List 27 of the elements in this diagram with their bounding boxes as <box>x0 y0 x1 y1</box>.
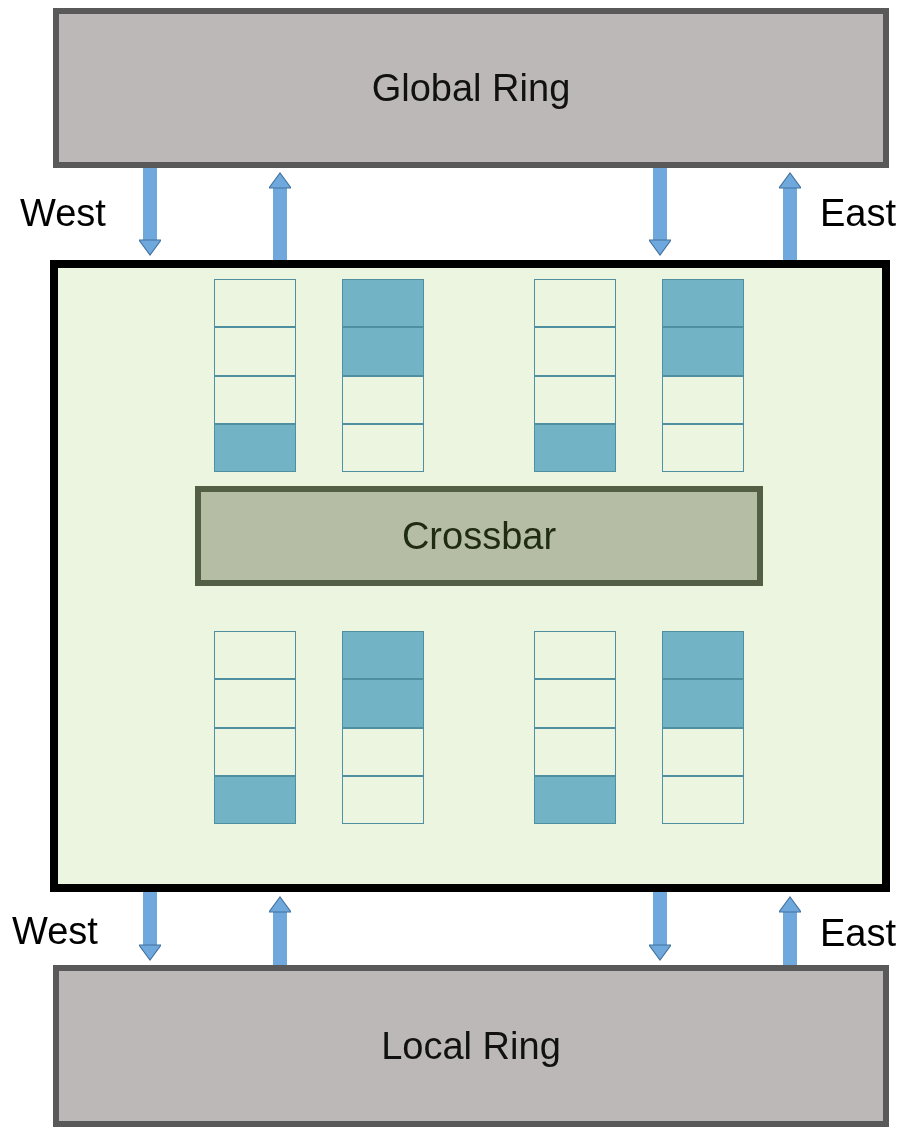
buffer-queue <box>342 279 424 472</box>
ring-box <box>53 8 889 168</box>
buffer-queue <box>214 279 296 472</box>
buffer-queue <box>534 631 616 824</box>
block-arrow <box>268 896 292 965</box>
node-label: Local Ring <box>381 1024 561 1068</box>
block-arrow <box>778 172 802 260</box>
block-arrow <box>648 892 672 961</box>
block-arrow <box>648 168 672 256</box>
direction-label: West <box>12 910 98 953</box>
buffer-queue <box>534 279 616 472</box>
block-arrow <box>268 172 292 260</box>
block-arrow <box>778 896 802 965</box>
direction-label: West <box>20 192 106 235</box>
direction-label: East <box>820 192 897 235</box>
block-arrow <box>138 168 162 256</box>
buffer-queue <box>214 631 296 824</box>
direction-label: East <box>820 912 897 955</box>
buffer-queue <box>662 631 744 824</box>
buffer-queue <box>662 279 744 472</box>
ring-box <box>53 965 889 1127</box>
crossbar-box <box>195 486 763 586</box>
node-label: Global Ring <box>371 66 571 110</box>
router-box <box>50 260 890 892</box>
node-label: Crossbar <box>401 514 557 558</box>
block-arrow <box>138 892 162 961</box>
buffer-queue <box>342 631 424 824</box>
